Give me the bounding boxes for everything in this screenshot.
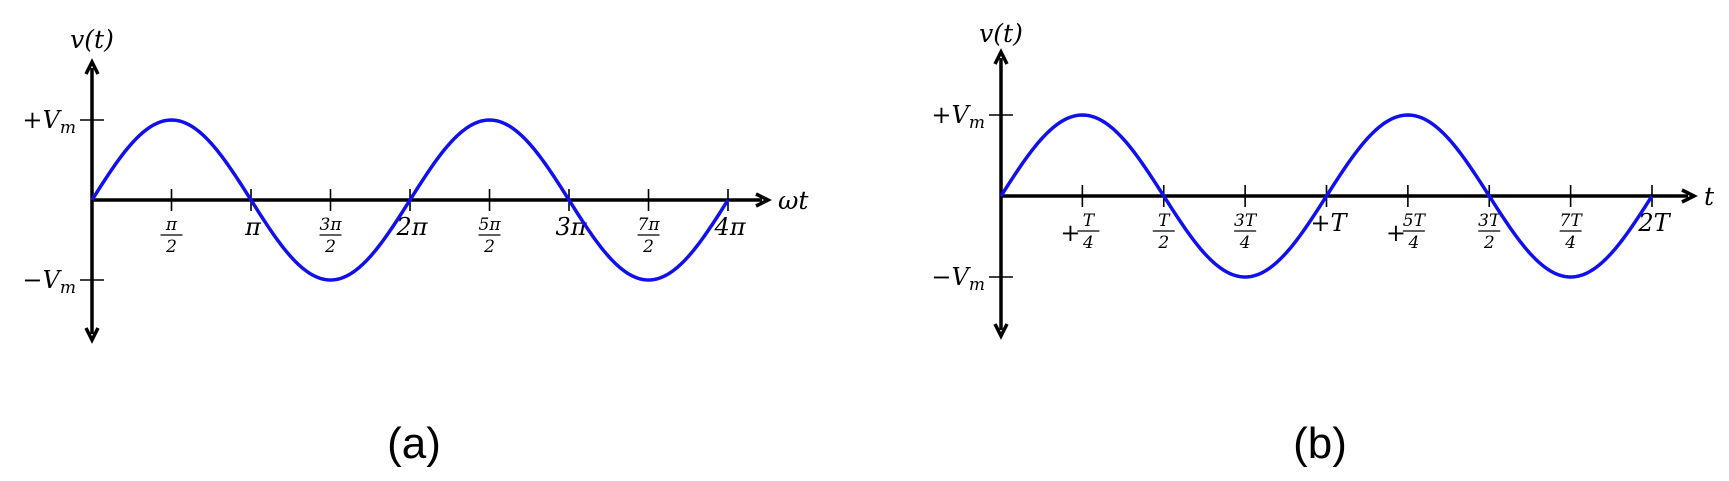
y-tick-label: +Vm [22, 106, 76, 138]
series-line [999, 113, 1654, 279]
y-tick-label-main: −V [931, 263, 971, 291]
y-tick-label-sub: m [969, 113, 985, 133]
x-tick-label-denominator: 2 [642, 237, 654, 257]
chart-caption: (b) [1293, 419, 1347, 468]
x-tick-label-numerator: T [1083, 211, 1096, 231]
y-axis-arrow-up [993, 48, 1009, 65]
y-tick-label: −Vm [931, 263, 985, 295]
x-axis-label: t [1704, 182, 1715, 211]
x-tick-label-denominator: 2 [1157, 233, 1169, 253]
y-axis-label: v(t) [979, 19, 1023, 48]
y-tick-label-sub: m [969, 275, 985, 295]
y-axis-arrow-up [84, 58, 100, 75]
y-axis-arrow-down [993, 323, 1009, 340]
chart-caption: (a) [387, 419, 441, 468]
x-tick-label-numerator: T [1158, 211, 1171, 231]
x-tick-label-denominator: 2 [165, 237, 177, 257]
y-tick-label-main: +V [931, 101, 971, 129]
x-tick-label-numerator: 3T [1478, 211, 1502, 231]
x-tick-label-denominator: 2 [1483, 233, 1495, 253]
y-tick-label: +Vm [931, 101, 985, 133]
x-tick-label-numerator: 7π [638, 215, 661, 235]
x-tick-label-denominator: 4 [1407, 233, 1419, 253]
x-tick-label: 3π [555, 213, 587, 241]
x-tick-label-prefix: + [1386, 219, 1406, 247]
y-axis-arrow-down [84, 327, 100, 344]
x-tick-label-prefix: + [1060, 219, 1080, 247]
x-tick-label: 4π [713, 213, 746, 241]
y-tick-label-main: −V [22, 266, 62, 294]
x-tick-label: π [244, 213, 262, 241]
y-tick-label: −Vm [22, 266, 76, 298]
x-tick-label-numerator: π [165, 215, 178, 235]
x-tick-label-denominator: 2 [483, 237, 495, 257]
x-tick-label-denominator: 4 [1564, 233, 1576, 253]
x-tick-label-denominator: 2 [324, 237, 336, 257]
x-tick-label-numerator: 5T [1403, 211, 1427, 231]
y-tick-label-sub: m [60, 278, 76, 298]
series-line [90, 118, 730, 282]
x-tick-label-denominator: 4 [1082, 233, 1094, 253]
x-tick-label-numerator: 3π [320, 215, 343, 235]
x-tick-label-numerator: 7T [1560, 211, 1584, 231]
y-tick-label-main: +V [22, 106, 62, 134]
x-tick-label: 2π [395, 213, 428, 241]
x-tick-label: 2T [1637, 209, 1671, 237]
x-axis-label: ωt [778, 186, 809, 215]
x-tick-label-numerator: 3T [1234, 211, 1258, 231]
y-tick-label-sub: m [60, 118, 76, 138]
x-axis-arrow [755, 192, 772, 208]
x-axis-arrow [1681, 188, 1698, 204]
x-tick-label-numerator: 5π [479, 215, 502, 235]
y-axis-label: v(t) [70, 25, 114, 54]
x-tick-label-denominator: 4 [1239, 233, 1251, 253]
